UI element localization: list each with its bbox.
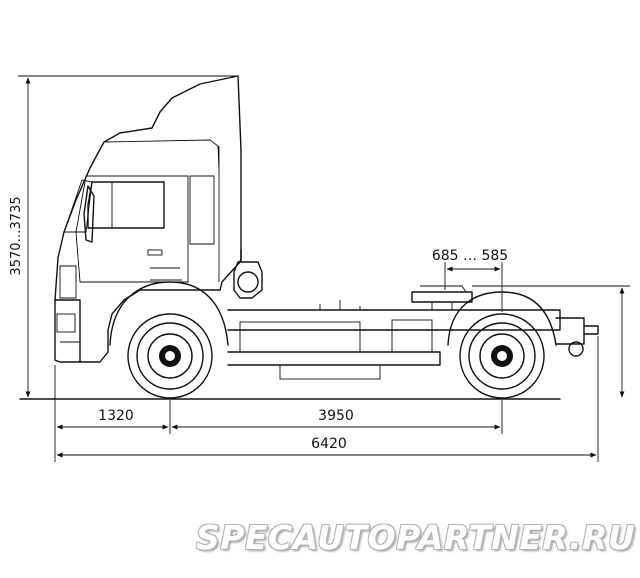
grille bbox=[59, 265, 77, 299]
chassis-frame-upper bbox=[227, 309, 561, 331]
rear-light-frame bbox=[555, 317, 585, 345]
tow-hitch bbox=[583, 325, 599, 335]
truck-outline bbox=[19, 75, 599, 400]
air-filter bbox=[233, 261, 263, 299]
watermark-text: SPECAUTOPARTNER.RU bbox=[196, 518, 636, 557]
fifth-wheel-offset-label: 685 … 585 bbox=[432, 248, 508, 264]
frame-details bbox=[319, 300, 361, 310]
cab-steps bbox=[150, 267, 182, 281]
fuel-tank bbox=[239, 321, 361, 353]
dimension-lines: 3570…3735 685 … 585 1320 3950 6420 bbox=[9, 75, 630, 462]
front-overhang-label: 1320 bbox=[98, 408, 134, 424]
front-wheel bbox=[127, 313, 213, 399]
cab-outline bbox=[54, 75, 242, 363]
rear-wheel bbox=[459, 313, 545, 399]
mirror bbox=[83, 185, 95, 243]
air-tank bbox=[391, 319, 433, 353]
door-outline bbox=[75, 175, 189, 283]
door-handle bbox=[147, 249, 163, 256]
front-wheel-arch bbox=[109, 281, 229, 346]
battery-box bbox=[279, 364, 381, 380]
rear-side-window bbox=[189, 175, 215, 245]
windscreen bbox=[63, 179, 93, 233]
air-filter-cap bbox=[237, 271, 259, 293]
chassis-frame-lower bbox=[227, 351, 441, 366]
rear-lamp bbox=[568, 341, 584, 357]
height-label: 3570…3735 bbox=[9, 196, 24, 275]
front-bumper bbox=[54, 299, 81, 363]
fifth-wheel bbox=[411, 291, 473, 303]
headlight bbox=[56, 313, 76, 333]
overall-length-label: 6420 bbox=[311, 436, 347, 452]
wheelbase-label: 3950 bbox=[318, 408, 354, 424]
fifth-wheel-mount bbox=[420, 285, 467, 310]
door-window bbox=[87, 181, 165, 229]
roof-line bbox=[103, 139, 220, 171]
